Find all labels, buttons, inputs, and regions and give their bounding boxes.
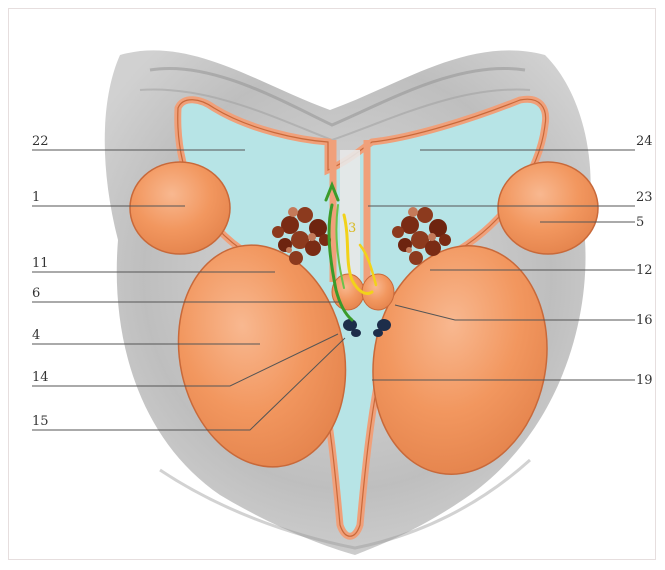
label-24: 24 xyxy=(636,134,653,149)
label-22: 22 xyxy=(32,134,49,149)
label-16: 16 xyxy=(636,313,653,328)
label-15: 15 xyxy=(32,414,49,429)
label-14: 14 xyxy=(32,370,49,385)
organ-small-center-right xyxy=(362,274,394,310)
label-23: 23 xyxy=(636,190,653,205)
organ-upper-right xyxy=(498,162,598,254)
label-6: 6 xyxy=(32,286,40,301)
label-11: 11 xyxy=(32,256,49,271)
label-19: 19 xyxy=(636,373,653,388)
label-12: 12 xyxy=(636,263,653,278)
organ-upper-left xyxy=(130,162,230,254)
label-4: 4 xyxy=(32,328,40,343)
inner-label: 3 xyxy=(348,221,356,236)
label-1: 1 xyxy=(32,190,40,205)
label-5: 5 xyxy=(636,215,644,230)
